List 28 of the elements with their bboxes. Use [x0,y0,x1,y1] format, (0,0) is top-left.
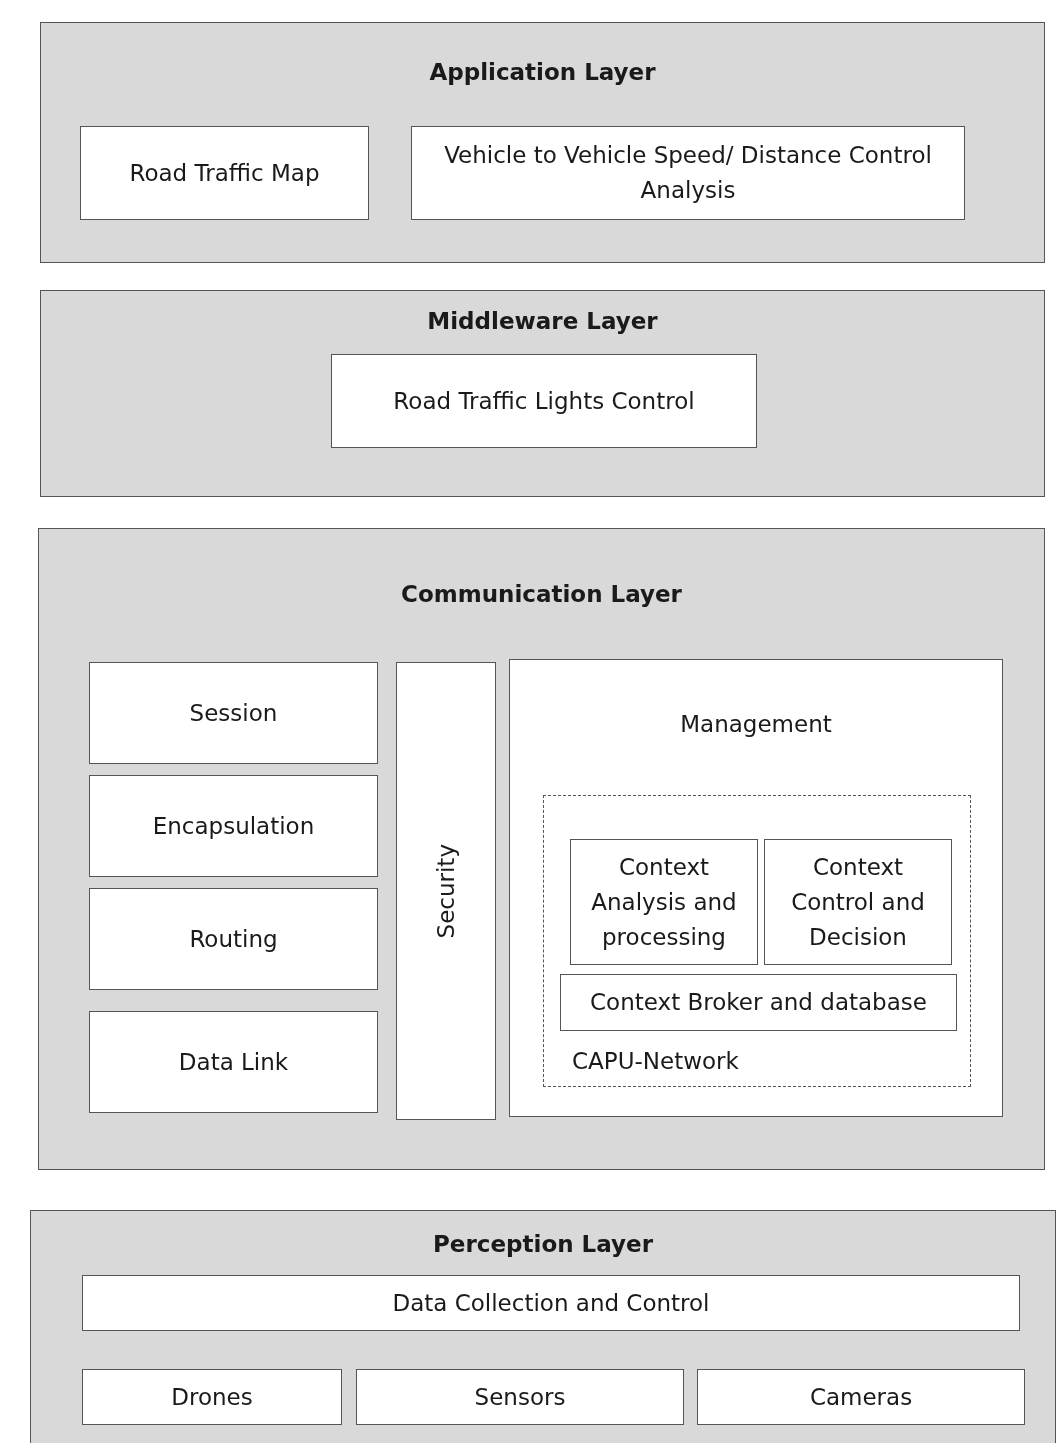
process-box [396,662,496,1120]
process-box: Context Analysis and processing [570,839,758,965]
process-box: Routing [89,888,378,990]
process-box: Data Link [89,1011,378,1113]
process-box: Encapsulation [89,775,378,877]
box-label: Security [433,843,459,939]
group-box [509,659,1003,1117]
layer-title: Perception Layer [432,1231,654,1257]
process-box: Road Traffic Lights Control [331,354,757,448]
layer-panel [40,290,1045,497]
dashed-group-box [543,795,971,1087]
process-box: Context Broker and database [560,974,957,1031]
layer-title: Application Layer [428,59,657,85]
process-box: Drones [82,1369,342,1425]
layer-title: Middleware Layer [426,308,659,334]
process-box: Cameras [697,1369,1025,1425]
process-box: Vehicle to Vehicle Speed/ Distance Control Analysis [411,126,965,220]
process-box: Sensors [356,1369,684,1425]
layer-panel [40,22,1045,263]
process-box: Context Control and Decision [764,839,952,965]
layer-panel [30,1210,1056,1443]
layer-panel [38,528,1045,1170]
process-box: Data Collection and Control [82,1275,1020,1331]
layer-title: Communication Layer [400,581,683,607]
process-box: Session [89,662,378,764]
process-box: Road Traffic Map [80,126,369,220]
group-title: Management [679,711,833,737]
group-title: CAPU-Network [572,1048,739,1074]
